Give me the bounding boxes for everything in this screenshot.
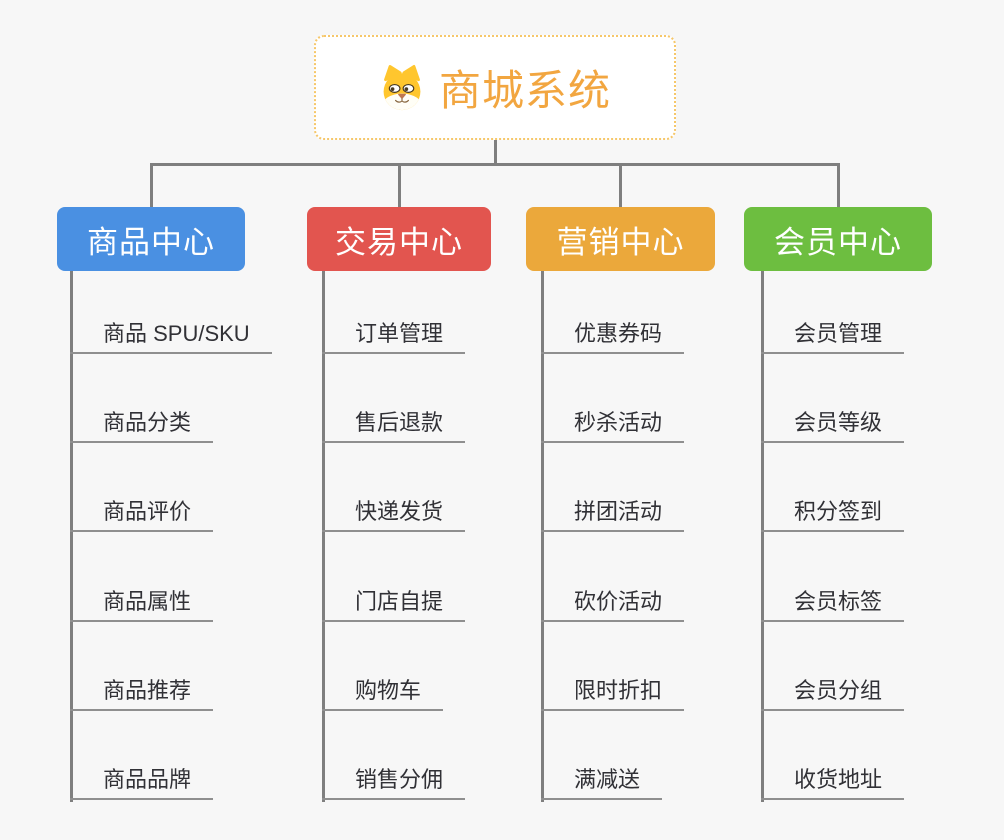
dog-face-icon [383, 64, 421, 110]
leaf-node[interactable]: 商品 SPU/SKU [70, 320, 272, 354]
leaf-node[interactable]: 优惠券码 [541, 320, 685, 354]
leaf-node[interactable]: 会员管理 [761, 320, 905, 354]
connector-drop-4 [837, 163, 840, 209]
leaf-node[interactable]: 商品推荐 [70, 677, 214, 711]
leaf-node[interactable]: 商品评价 [70, 498, 214, 532]
leaf-node[interactable]: 门店自提 [322, 588, 466, 622]
leaf-node[interactable]: 商品品牌 [70, 766, 214, 800]
connector-spine-2 [322, 271, 325, 802]
branch-node-trade-center[interactable]: 交易中心 [307, 207, 491, 271]
leaf-node[interactable]: 积分签到 [761, 498, 905, 532]
leaf-node[interactable]: 商品分类 [70, 409, 214, 443]
leaf-node[interactable]: 会员等级 [761, 409, 905, 443]
connector-spine-1 [70, 271, 73, 802]
leaf-node[interactable]: 商品属性 [70, 588, 214, 622]
branch-node-marketing-center[interactable]: 营销中心 [526, 207, 715, 271]
leaf-node[interactable]: 收货地址 [761, 766, 905, 800]
connector-drop-2 [398, 163, 401, 209]
leaf-node[interactable]: 砍价活动 [541, 588, 685, 622]
connector-drop-1 [150, 163, 153, 209]
leaf-node[interactable]: 限时折扣 [541, 677, 685, 711]
branch-node-product-center[interactable]: 商品中心 [57, 207, 245, 271]
leaf-node[interactable]: 秒杀活动 [541, 409, 685, 443]
connector-spine-4 [761, 271, 764, 802]
connector-drop-3 [619, 163, 622, 209]
leaf-node[interactable]: 销售分佣 [322, 766, 466, 800]
leaf-node[interactable]: 会员分组 [761, 677, 905, 711]
connector-root-stub [494, 140, 497, 166]
root-node-label: 商城系统 [438, 67, 611, 114]
leaf-node[interactable]: 快递发货 [322, 498, 466, 532]
leaf-node[interactable]: 会员标签 [761, 588, 905, 622]
branch-node-member-center[interactable]: 会员中心 [744, 207, 932, 271]
leaf-node[interactable]: 售后退款 [322, 409, 466, 443]
leaf-node[interactable]: 订单管理 [322, 320, 466, 354]
root-node[interactable]: 商城系统 [314, 35, 676, 140]
leaf-node[interactable]: 满减送 [541, 766, 663, 800]
leaf-node[interactable]: 拼团活动 [541, 498, 685, 532]
leaf-node[interactable]: 购物车 [322, 677, 444, 711]
connector-spine-3 [541, 271, 544, 802]
connector-bus [150, 163, 838, 166]
